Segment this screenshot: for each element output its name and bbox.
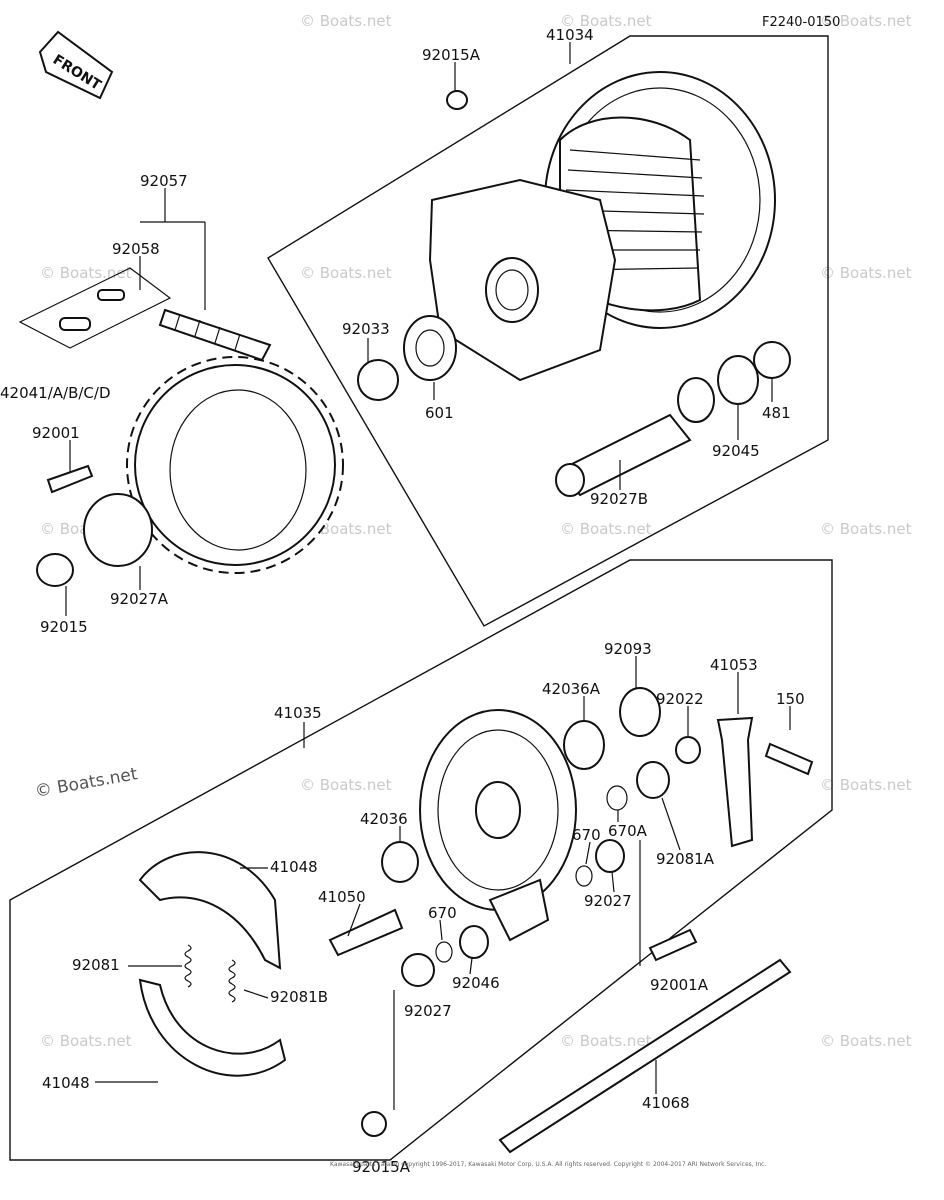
oring-670 [575,865,593,887]
part-label: 42036 [360,810,408,828]
front-arrow-icon: FRONT [38,30,114,100]
figure-code: F2240-0150 [762,15,840,30]
nut-92015 [36,553,74,587]
bearing-601 [403,315,457,381]
watermark: © Boats.net [40,1032,132,1050]
part-label: 92015 [40,618,88,636]
watermark: © Boats.net [820,520,912,538]
part-label: 92027 [404,1002,452,1020]
part-label: 41050 [318,888,366,906]
cam-41050 [328,908,404,957]
brake-shoe-upper [138,851,282,970]
brake-lever-41053 [716,716,754,848]
rear-sprocket [126,356,344,574]
watermark: © Boats.net [820,776,912,794]
hub-group-outline [267,35,829,627]
axle-41068 [498,958,792,1154]
part-label: 92001A [650,976,709,994]
copyright-notice: Kawasaki parts catalog copyright 1996-20… [330,1161,766,1168]
collar-92027-lower [401,953,435,987]
bolt-92001A [648,928,698,962]
rear-hub-drum [428,71,776,382]
part-label: 92027A [110,590,169,608]
part-label: 670 [428,904,457,922]
bolt-92001 [46,464,94,494]
spring-92081A [636,761,670,799]
watermarks: © Boats.net © Boats.net © Boats.net © Bo… [33,12,911,1050]
part-label: 92081B [270,988,328,1006]
part-label: 92033 [342,320,390,338]
bearing-92045b [677,377,715,423]
watermark: © Boats.net [40,264,132,282]
part-label: 92058 [112,240,160,258]
brake-group-outline [9,559,833,1161]
collar-92027 [595,839,625,873]
part-label: 92081A [656,850,715,868]
part-label: 670 [572,826,601,844]
part-label: 41048 [270,858,318,876]
part-label: 92027B [590,490,648,508]
circlip-92033 [357,359,399,401]
watermark: © Boats.net [300,12,392,30]
part-label: 41053 [710,656,758,674]
part-label: 92022 [656,690,704,708]
part-labels: 92015A 41034 92057 92058 92033 42041/A/B… [0,26,805,1176]
circlip-481 [753,341,791,379]
part-label: 92045 [712,442,760,460]
part-label: 92015A [422,46,481,64]
part-label: 41034 [546,26,594,44]
part-label: 92093 [604,640,652,658]
part-label: 150 [776,690,805,708]
bolt-150 [764,742,814,776]
drive-chain [158,308,272,362]
watermark: © Boats.net [560,1032,652,1050]
brake-panel [419,709,577,942]
brake-shoe-lower [138,978,287,1077]
washer-92022 [675,736,701,764]
part-label: 92001 [32,424,80,442]
bushing-42036A [563,720,605,770]
part-label: 92057 [140,172,188,190]
bushing-42036 [381,841,419,883]
part-label: 42036A [542,680,601,698]
spring-92081 [184,944,192,988]
bushing-92046 [459,925,489,959]
nut-92015A-bottom [361,1111,387,1137]
part-label: 92015A [352,1158,411,1176]
part-label: 41035 [274,704,322,722]
watermark: © Boats.net [300,776,392,794]
watermark: © Boats.net [820,1032,912,1050]
seal-92093 [619,687,661,737]
spring-92081B [228,959,236,1003]
master-link [18,267,172,349]
leader-lines [65,42,791,1110]
watermark: © Boats.net [820,12,912,30]
part-label: 92081 [72,956,120,974]
part-label: 42041/A/B/C/D [0,384,111,402]
collar-92027A [83,493,153,567]
part-label: 41048 [42,1074,90,1092]
part-label: 601 [425,404,454,422]
nut-92015A-top [446,90,468,110]
part-label: 41068 [642,1094,690,1112]
watermark: © Boats.net [560,12,652,30]
bearing-92045 [717,355,759,405]
oring-670A [606,785,628,811]
part-label: 670A [608,822,648,840]
oring-670-lower [435,941,453,963]
watermark: © Boats.net [33,764,139,802]
part-label: 92046 [452,974,500,992]
watermark: © Boats.net [820,264,912,282]
part-label: 92027 [584,892,632,910]
watermark: © Boats.net [300,264,392,282]
watermark: © Boats.net [560,520,652,538]
part-label: 481 [762,404,791,422]
